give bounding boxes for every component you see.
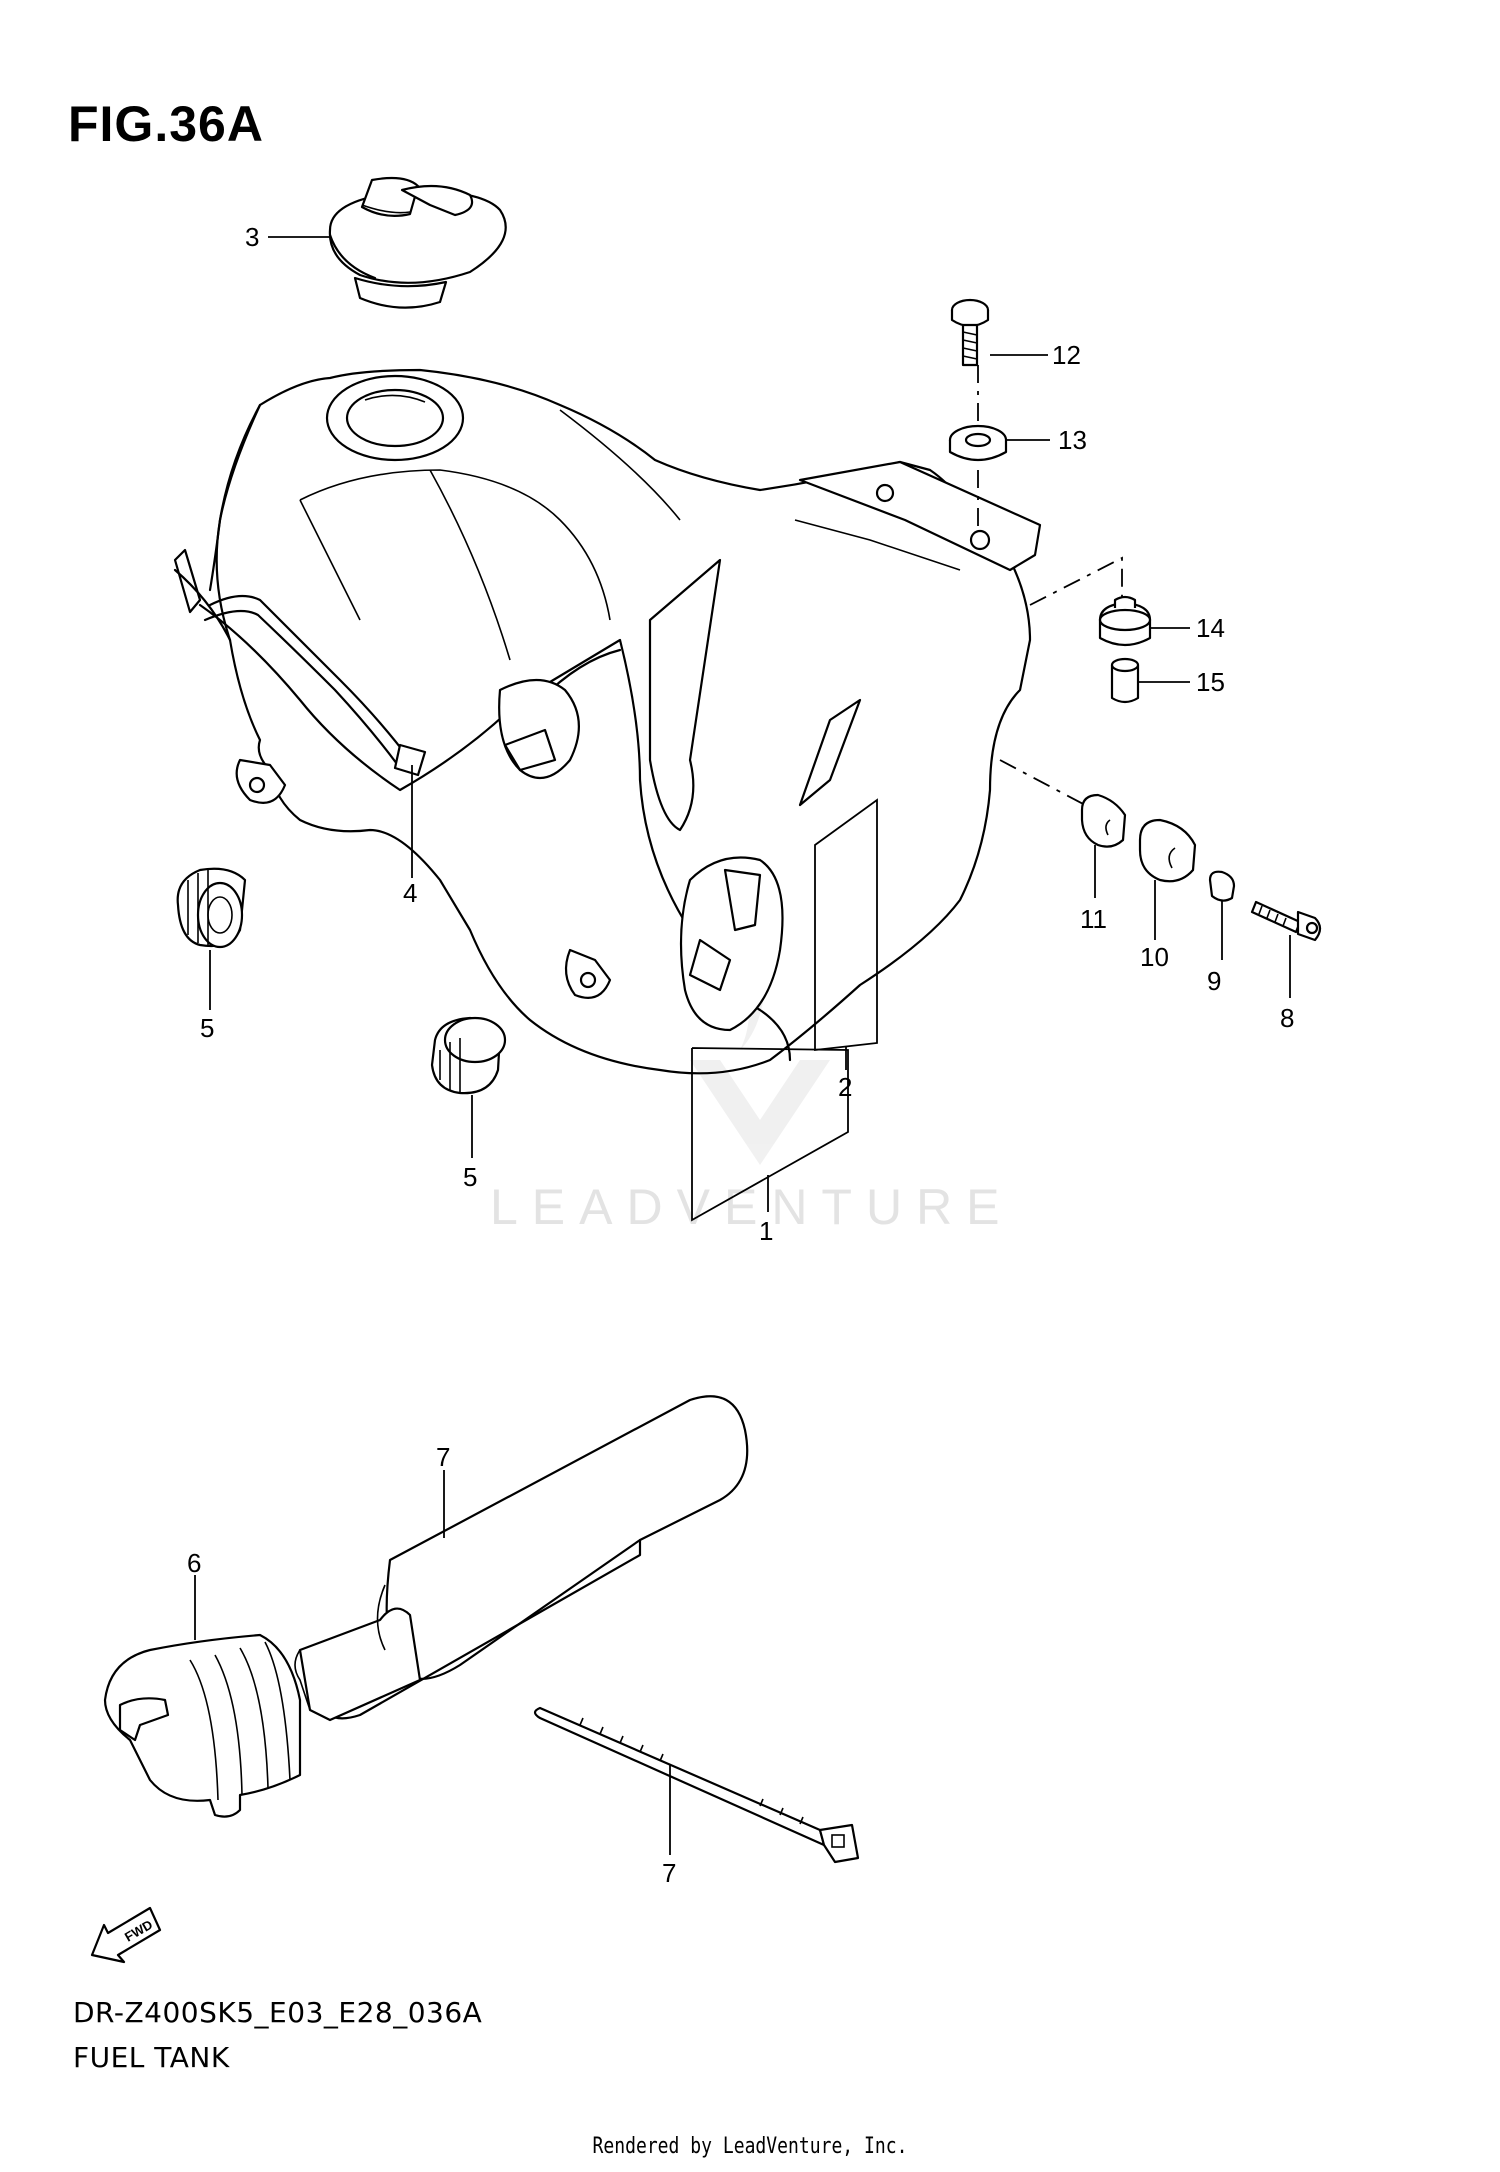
callout-13: 12 bbox=[1052, 340, 1081, 370]
forward-direction-arrow-icon: FWD bbox=[90, 1906, 162, 1964]
callout-3: 3 bbox=[245, 222, 259, 252]
assembly-lines bbox=[977, 365, 1123, 806]
protector-sleeve-part-8 bbox=[294, 1395, 749, 1722]
callout-8: 7 bbox=[436, 1442, 450, 1472]
callout-5-left: 5 bbox=[200, 1013, 214, 1043]
callout-12: 11 bbox=[1080, 904, 1107, 934]
damper-rubber-center-part bbox=[430, 1016, 507, 1095]
callout-9: 8 bbox=[1280, 1003, 1294, 1033]
damper-rubber-left-part bbox=[176, 867, 247, 949]
rendered-by-footer: Rendered by LeadVenture, Inc. bbox=[592, 2134, 908, 2159]
callout-6: 6 bbox=[187, 1548, 201, 1578]
callout-7: 7 bbox=[662, 1858, 676, 1888]
callout-1: 1 bbox=[759, 1216, 773, 1246]
bolt-part-9 bbox=[1250, 900, 1322, 942]
cable-tie-part-7 bbox=[533, 1706, 860, 1864]
fuel-tank-part bbox=[173, 368, 1042, 1075]
section-name: FUEL TANK bbox=[73, 2041, 230, 2074]
callout-11: 10 bbox=[1140, 942, 1169, 972]
callout-5-center: 5 bbox=[463, 1162, 477, 1192]
figure-title: FIG.36A bbox=[68, 96, 264, 152]
callout-4: 4 bbox=[403, 878, 417, 908]
callout-16: 15 bbox=[1196, 667, 1225, 697]
callout-2: 2 bbox=[838, 1072, 852, 1102]
fuel-cap-part bbox=[328, 176, 507, 309]
grommet-part-14 bbox=[948, 424, 1008, 462]
callout-14: 13 bbox=[1058, 425, 1087, 455]
clamp-part-6 bbox=[103, 1633, 302, 1818]
part-number-labels: 3 12 13 14 15 11 10 9 8 4 5 5 2 1 7 6 7 bbox=[187, 222, 1294, 1888]
callout-10: 9 bbox=[1207, 966, 1221, 996]
leader-lines bbox=[194, 236, 1291, 1855]
watermark: LEADVENTURE bbox=[490, 1179, 1014, 1235]
damper-part-11 bbox=[1138, 818, 1197, 883]
callout-15: 14 bbox=[1196, 613, 1225, 643]
washer-part-10 bbox=[1208, 870, 1236, 902]
bolt-part-13 bbox=[950, 298, 990, 367]
damper-part-15 bbox=[1098, 595, 1152, 647]
damper-part-12 bbox=[1080, 793, 1127, 848]
model-code: DR-Z400SK5_E03_E28_036A bbox=[73, 1996, 483, 2029]
collar-part-16 bbox=[1110, 657, 1140, 704]
